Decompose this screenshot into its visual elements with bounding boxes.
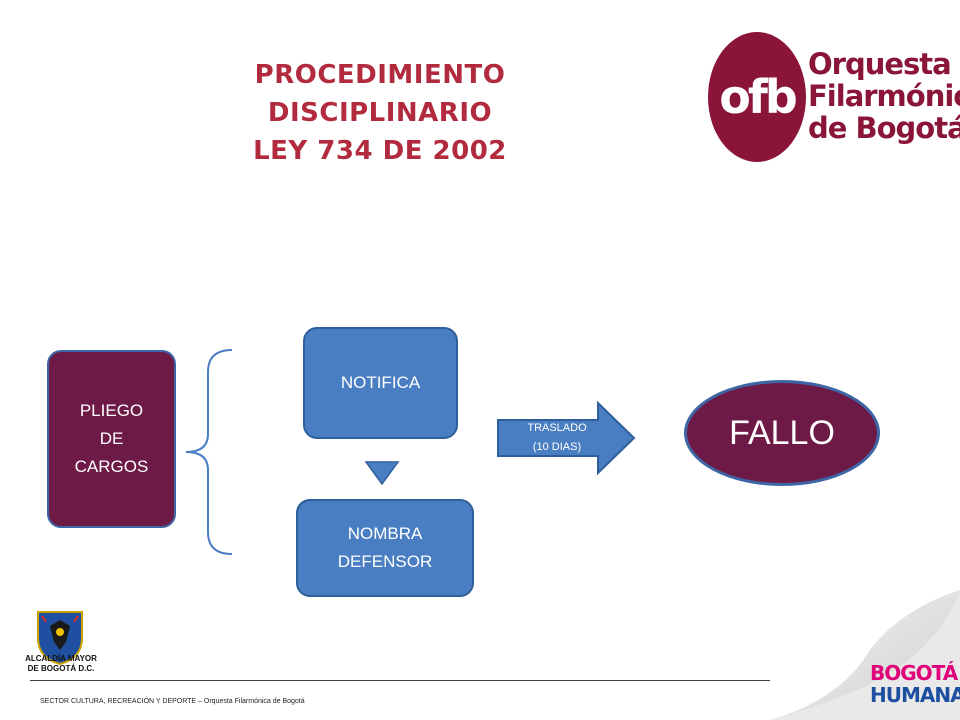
title-line-2: DISCIPLINARIO [267, 98, 493, 128]
ofb-logo-text: Orquesta Filarmónica de Bogotá [808, 48, 960, 144]
ofb-logo-line-3: de Bogotá [808, 111, 960, 145]
pliego-line-2: DE [99, 429, 124, 448]
grouping-brace [185, 349, 233, 555]
nombra-defensor-node: NOMBRA DEFENSOR [296, 499, 474, 597]
bogota-humana-logo: BOGOTÁ HUMANA [870, 661, 960, 707]
alcaldia-line-1: ALCALDÍA MAYOR [25, 654, 97, 663]
pliego-line-3: CARGOS [74, 457, 149, 476]
notifica-label: NOTIFICA [340, 373, 421, 392]
ofb-logo-line-1: Orquesta [808, 47, 952, 81]
traslado-line-2: (10 DIAS) [532, 441, 582, 453]
nombra-line-1: NOMBRA [347, 524, 423, 543]
nombra-line-2: DEFENSOR [337, 552, 433, 571]
fallo-label: FALLO [729, 413, 835, 452]
slide-title: PROCEDIMIENTO DISCIPLINARIO LEY 734 DE 2… [190, 56, 570, 170]
down-triangle [364, 461, 400, 486]
title-line-3: LEY 734 DE 2002 [253, 136, 507, 166]
alcaldia-coat-of-arms-icon [37, 611, 83, 666]
fallo-node: FALLO [684, 380, 880, 486]
traslado-line-1: TRASLADO [527, 422, 587, 434]
page-curl-decoration [770, 590, 960, 720]
bogota-logo-line-1: BOGOTÁ [870, 661, 958, 685]
traslado-arrow [497, 400, 636, 476]
ofb-logo: ofb Orquesta Filarmónica de Bogotá [700, 30, 960, 170]
bogota-logo-line-2: HUMANA [870, 683, 960, 707]
footer-divider [30, 680, 770, 681]
traslado-label: TRASLADO (10 DIAS) [500, 419, 614, 457]
alcaldia-label: ALCALDÍA MAYOR DE BOGOTÁ D.C. [18, 654, 104, 674]
pliego-de-cargos-node: PLIEGO DE CARGOS [47, 350, 176, 528]
alcaldia-line-2: DE BOGOTÁ D.C. [27, 664, 95, 673]
notifica-node: NOTIFICA [303, 327, 458, 439]
title-line-1: PROCEDIMIENTO [254, 60, 506, 90]
ofb-logo-line-2: Filarmónica [808, 79, 960, 113]
ofb-logo-mark: ofb [708, 32, 806, 162]
footer-text: SECTOR CULTURA, RECREACIÓN Y DEPORTE – O… [40, 698, 305, 705]
pliego-line-1: PLIEGO [79, 401, 144, 420]
